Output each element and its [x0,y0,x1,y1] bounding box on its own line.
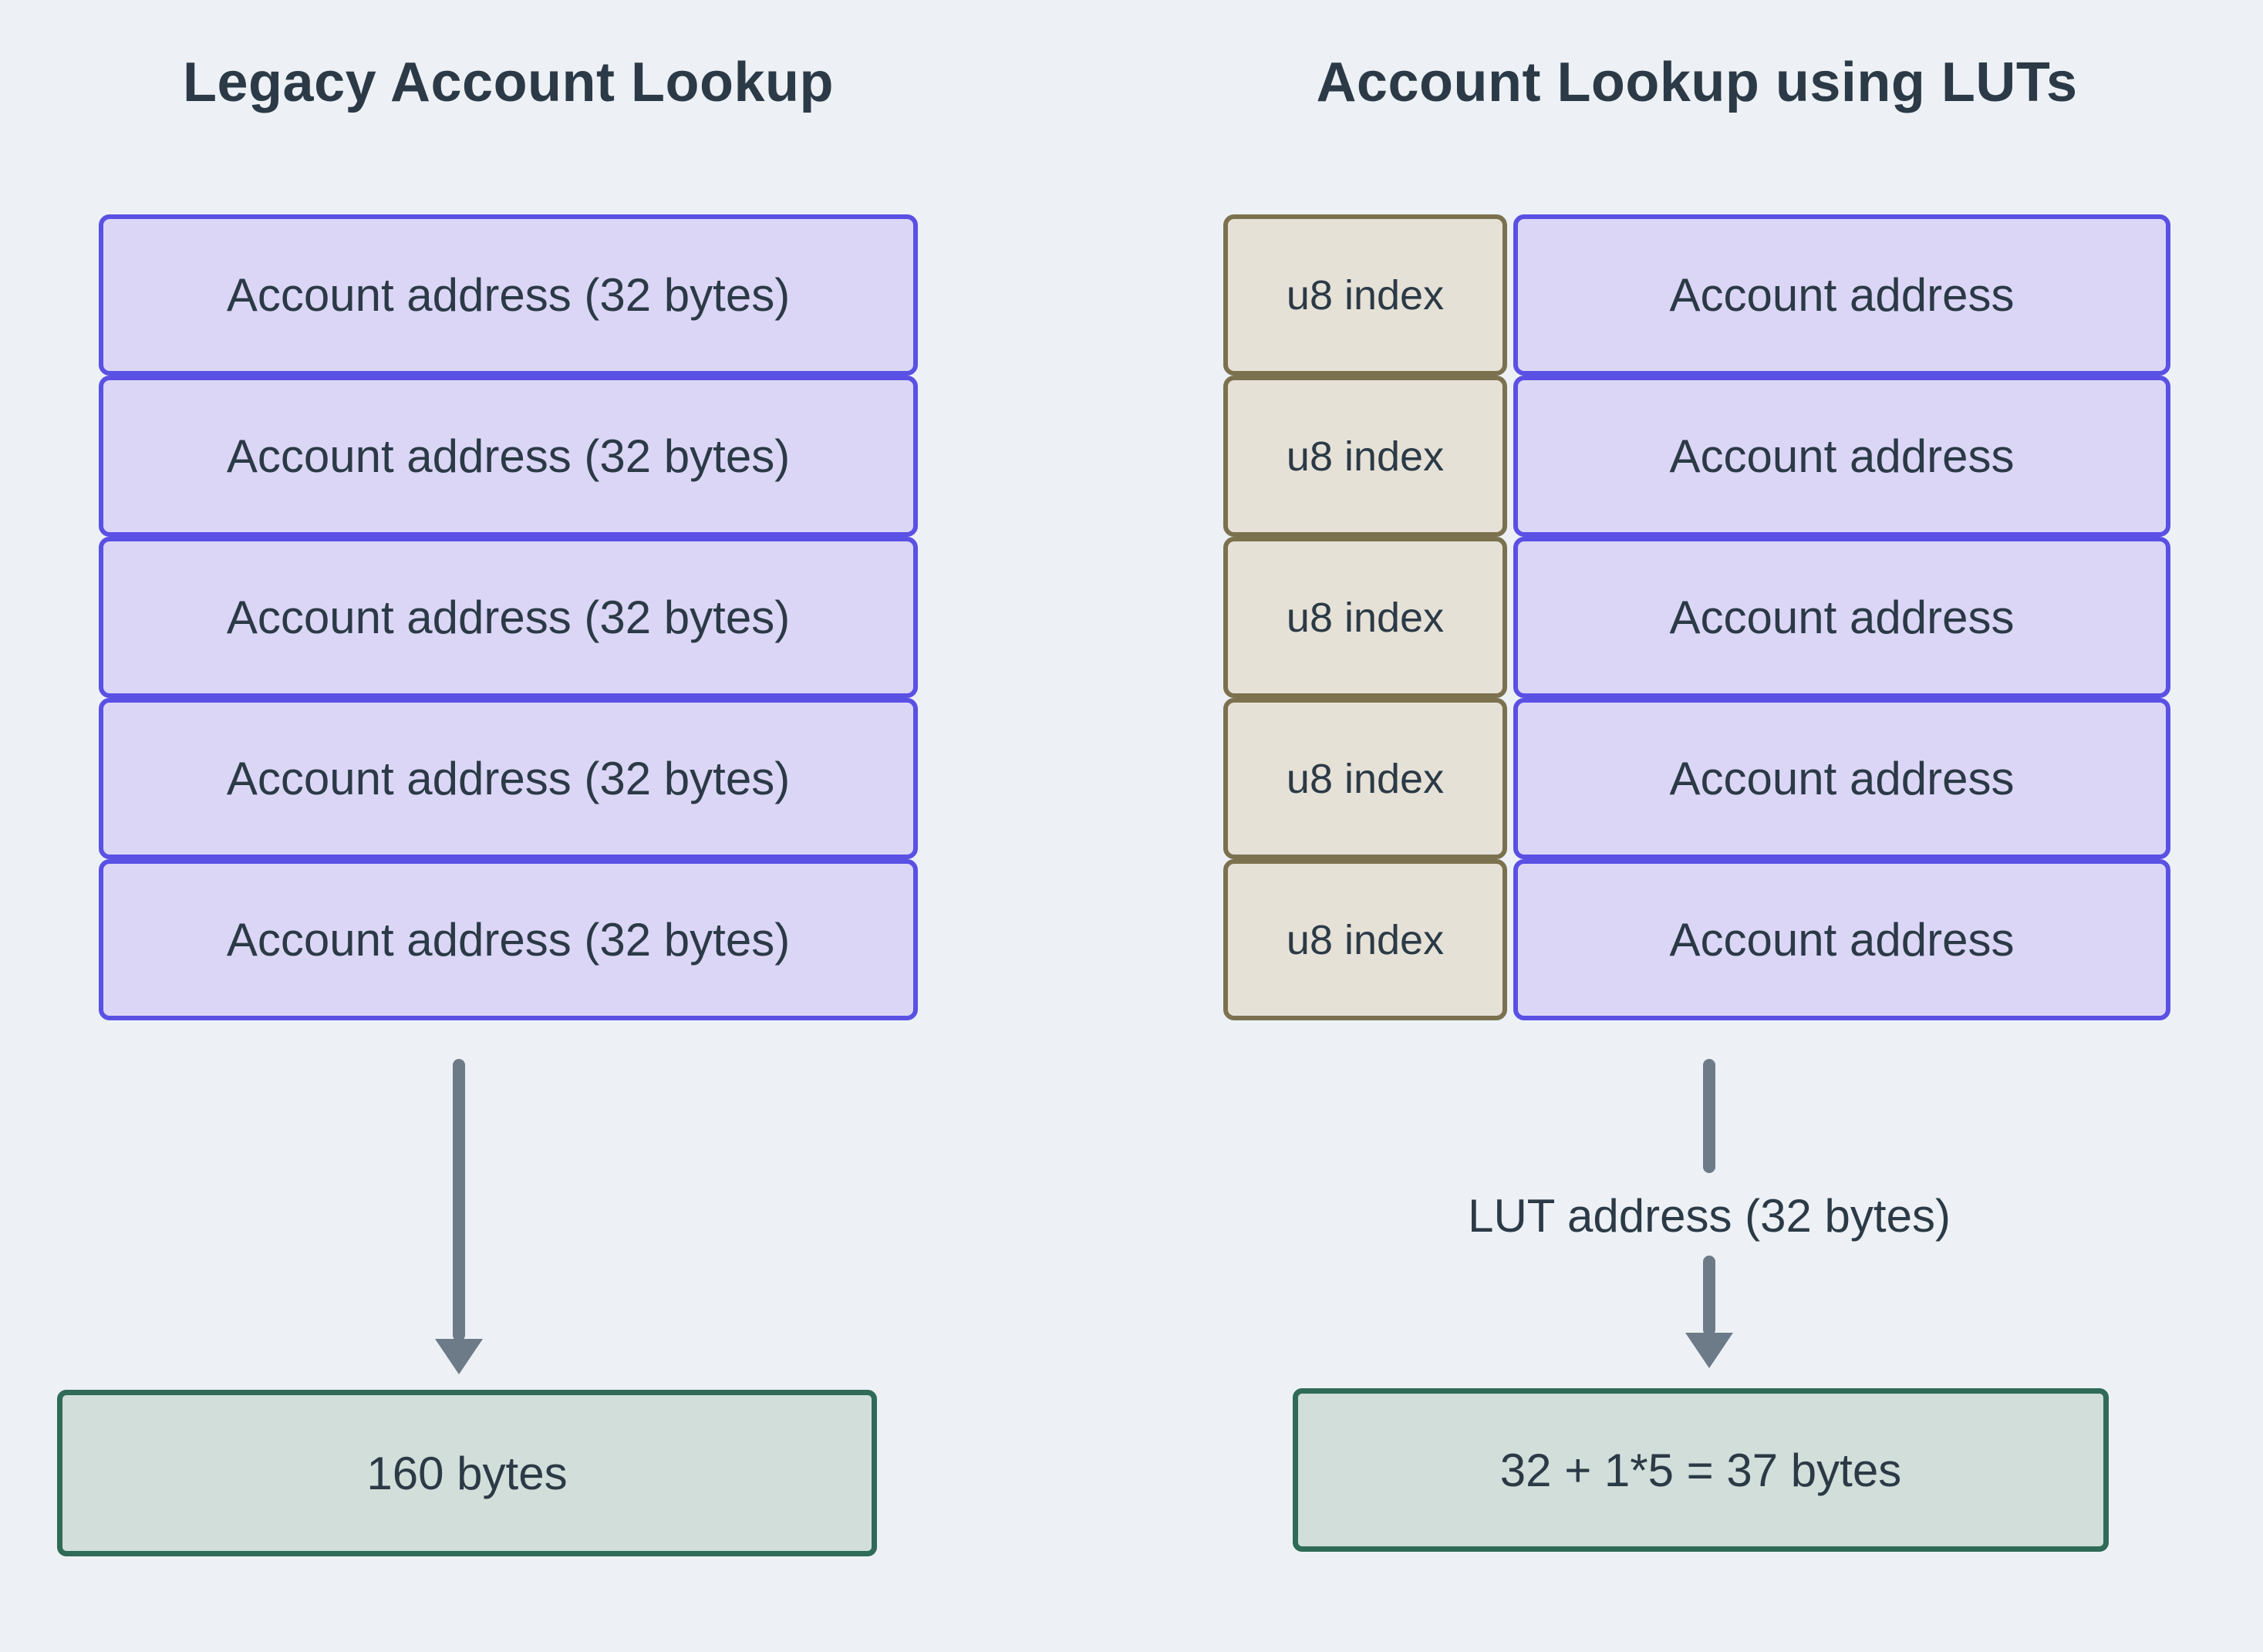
lut-title: Account Lookup using LUTs [1316,52,2078,113]
lut-row: u8 index Account address [1223,214,2170,376]
u8-index-cell: u8 index [1223,698,1507,859]
lut-total-box: 32 + 1*5 = 37 bytes [1293,1388,2109,1552]
u8-index-cell: u8 index [1223,537,1507,698]
lut-row: u8 index Account address [1223,698,2170,859]
lut-down-arrow-icon [1685,1333,1733,1368]
legacy-title: Legacy Account Lookup [183,52,834,113]
account-address-cell: Account address [1513,537,2170,698]
lut-down-arrow-upper-line [1703,1059,1715,1173]
account-address-cell: Account address [1513,376,2170,537]
lut-row: u8 index Account address [1223,859,2170,1020]
u8-index-cell: u8 index [1223,859,1507,1020]
legacy-down-arrow-line [453,1059,465,1341]
account-address-cell: Account address [1513,214,2170,376]
lut-stack: u8 index Account address u8 index Accoun… [1223,214,2170,1020]
account-address-cell: Account address [1513,698,2170,859]
lut-row: u8 index Account address [1223,376,2170,537]
legacy-total-box: 160 bytes [57,1390,877,1556]
legacy-stack: Account address (32 bytes) Account addre… [99,214,918,1020]
u8-index-cell: u8 index [1223,214,1507,376]
account-address-box: Account address (32 bytes) [99,698,918,859]
account-address-box: Account address (32 bytes) [99,537,918,698]
lut-row: u8 index Account address [1223,537,2170,698]
lut-edge-label: LUT address (32 bytes) [1468,1190,1951,1242]
account-address-box: Account address (32 bytes) [99,214,918,376]
lut-down-arrow-lower-line [1703,1256,1715,1336]
u8-index-cell: u8 index [1223,376,1507,537]
account-address-box: Account address (32 bytes) [99,859,918,1020]
legacy-down-arrow-icon [435,1339,483,1374]
account-address-box: Account address (32 bytes) [99,376,918,537]
account-address-cell: Account address [1513,859,2170,1020]
